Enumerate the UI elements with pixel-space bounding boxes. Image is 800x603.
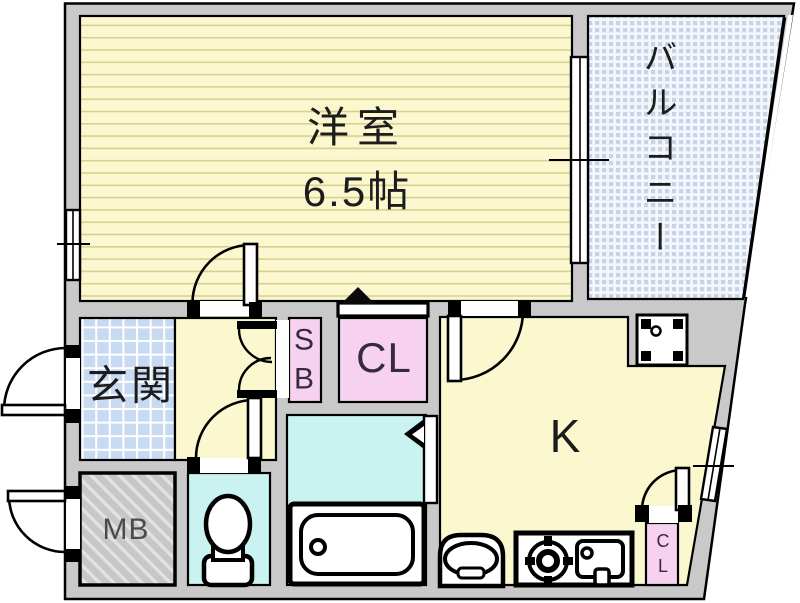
sink-icon bbox=[575, 539, 625, 587]
mb-door bbox=[6, 486, 79, 562]
balcony-label: バルコニー bbox=[638, 39, 676, 265]
bathtub-icon bbox=[287, 501, 427, 587]
stove-icon bbox=[525, 536, 573, 586]
closet-small-label-line1: C bbox=[656, 531, 670, 551]
shoebox-label: S B bbox=[294, 324, 314, 397]
entrance-door-opening bbox=[66, 358, 80, 409]
closet-small-door-opening bbox=[649, 506, 678, 523]
mb-door-opening bbox=[66, 499, 80, 549]
entrance-floor bbox=[78, 316, 177, 462]
closet-floor bbox=[337, 316, 429, 404]
shoebox-label-line2: B bbox=[293, 362, 315, 396]
closet-small-floor bbox=[644, 521, 680, 587]
washer-pan-icon bbox=[635, 313, 689, 367]
balcony-floor bbox=[586, 14, 786, 301]
shoebox-double-door bbox=[237, 321, 277, 398]
room-door bbox=[187, 242, 262, 317]
shoebox-opening bbox=[276, 320, 289, 398]
closet-small-label-line2: L bbox=[657, 556, 668, 576]
western-room-floor bbox=[78, 14, 574, 303]
room-door-opening bbox=[200, 301, 249, 316]
kitchen-counter bbox=[513, 530, 635, 588]
western-room-size-label: 6.5帖 bbox=[302, 168, 412, 215]
washbasin-icon bbox=[437, 532, 506, 589]
closet-small-label: C L bbox=[657, 531, 670, 577]
kitchen-window-icon bbox=[693, 425, 734, 503]
toilet-icon bbox=[201, 493, 255, 588]
balcony-window-icon bbox=[549, 55, 609, 265]
kitchen-label: K bbox=[549, 410, 581, 462]
bath-folding-door bbox=[404, 414, 439, 505]
left-window-icon bbox=[57, 208, 90, 282]
toilet-door bbox=[187, 396, 263, 472]
shoebox-floor bbox=[287, 316, 323, 404]
kitchen-door bbox=[446, 302, 531, 383]
meter-box bbox=[78, 471, 177, 587]
western-room-label: 洋室 bbox=[306, 104, 408, 151]
shoebox-label-line1: S bbox=[293, 323, 315, 357]
entrance-door bbox=[0, 345, 79, 423]
closet-slider-door bbox=[336, 287, 430, 318]
balcony-railing-gap bbox=[744, 15, 793, 297]
kitchen-door-opening bbox=[461, 301, 518, 316]
closet-label: CL bbox=[356, 334, 412, 381]
entrance-label: 玄関 bbox=[87, 362, 175, 409]
closet-small-door bbox=[635, 466, 692, 522]
toilet-door-opening bbox=[200, 458, 248, 473]
meter-box-label: MB bbox=[102, 513, 150, 546]
